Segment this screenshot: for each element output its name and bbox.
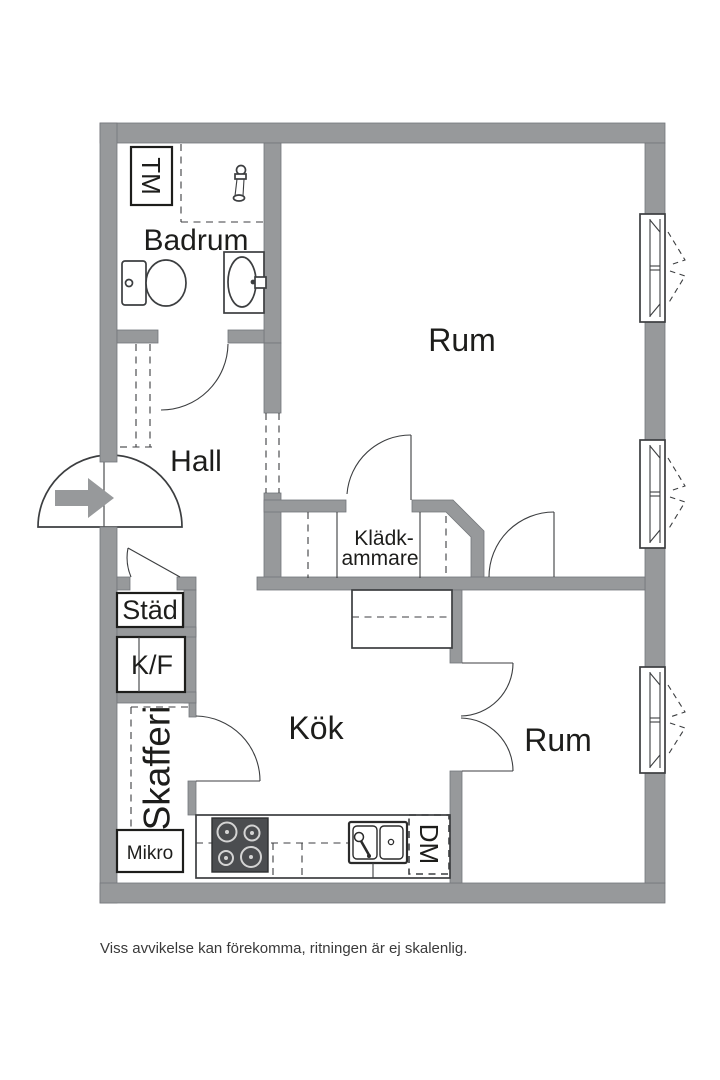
wall-kladkammare-top-left: [263, 499, 347, 513]
stove-icon: [211, 817, 269, 873]
wall-left-upper: [99, 122, 118, 463]
opening-top-swing: [460, 662, 514, 717]
wall-skafferi-stub-lower: [187, 780, 197, 816]
kok-rum-opening: [460, 662, 514, 772]
window-icon: [639, 439, 686, 549]
wall-kok-rum-lower: [449, 770, 463, 884]
label-dm: DM: [414, 824, 444, 864]
label-tm: TM: [136, 157, 166, 195]
wall-bottom: [99, 882, 666, 904]
wall-hall-rum-upper: [263, 342, 282, 414]
label-stad: Städ: [122, 595, 178, 625]
badrum-door-swing: [160, 343, 229, 411]
label-skafferi: Skafferi: [137, 706, 178, 831]
kok-door-swing: [195, 715, 261, 782]
wall-kf-bottom: [116, 691, 197, 704]
room-labels: Badrum Hall Rum Klädk- ammare Städ K/F K…: [122, 157, 592, 864]
entrance-arrow-icon: [55, 478, 114, 518]
label-kladkammare-line2: ammare: [341, 547, 418, 570]
dishwasher-box: [408, 814, 450, 875]
label-rum-top: Rum: [428, 322, 496, 358]
wall-left-lower: [99, 526, 118, 904]
bathroom-fixtures: [121, 145, 267, 314]
label-kok: Kök: [288, 710, 344, 746]
wall-stad-stub-right: [176, 576, 197, 591]
walls: [99, 122, 666, 904]
wall-skafferi-stub-upper: [188, 702, 197, 718]
opening-bottom-swing: [460, 717, 514, 772]
rum-bottom-door-swing: [488, 511, 555, 578]
label-hall: Hall: [170, 445, 222, 478]
wall-badrum-bottom-right: [227, 329, 265, 344]
wall-badrum-bottom-left: [116, 329, 159, 344]
kladkammare-door-swing: [346, 434, 412, 495]
wall-badrum-right: [263, 142, 282, 344]
label-kf: K/F: [131, 650, 173, 680]
window-icon: [639, 666, 686, 774]
label-kladkammare-line1: Klädk-: [354, 527, 414, 550]
washing-machine-box: [129, 145, 174, 207]
kitchen-fixtures: [115, 589, 453, 879]
toilet-icon: [121, 259, 187, 307]
dashed-lines: [120, 144, 447, 830]
micro-box: [115, 828, 185, 874]
wall-top: [99, 122, 666, 144]
fridge-freezer-box: [115, 635, 187, 694]
bathroom-sink-icon: [223, 251, 267, 314]
wall-right-seg3: [644, 547, 666, 668]
shower-icon: [232, 164, 247, 202]
kitchen-cabinet: [351, 589, 453, 649]
wall-stad-stub-left: [116, 576, 131, 591]
stad-door-swing: [126, 547, 132, 578]
wall-right-seg2: [644, 321, 666, 441]
wall-stad-bottom: [116, 626, 197, 638]
disclaimer-text: Viss avvikelse kan förekomma, ritningen …: [100, 940, 467, 957]
wall-kladkammare-top-right: [411, 499, 485, 579]
stad-door-leaf: [127, 547, 181, 578]
windows: [639, 213, 686, 774]
label-rum-bottom: Rum: [524, 722, 592, 758]
label-badrum: Badrum: [143, 224, 248, 257]
label-mikro: Mikro: [127, 843, 173, 864]
wall-middle-horizontal: [256, 576, 646, 591]
wall-right-seg4: [644, 772, 666, 884]
doors: [126, 343, 555, 782]
window-icon: [639, 213, 686, 323]
wall-right-seg1: [644, 142, 666, 215]
stad-box: [115, 591, 185, 629]
kitchen-sink-icon: [347, 820, 409, 878]
